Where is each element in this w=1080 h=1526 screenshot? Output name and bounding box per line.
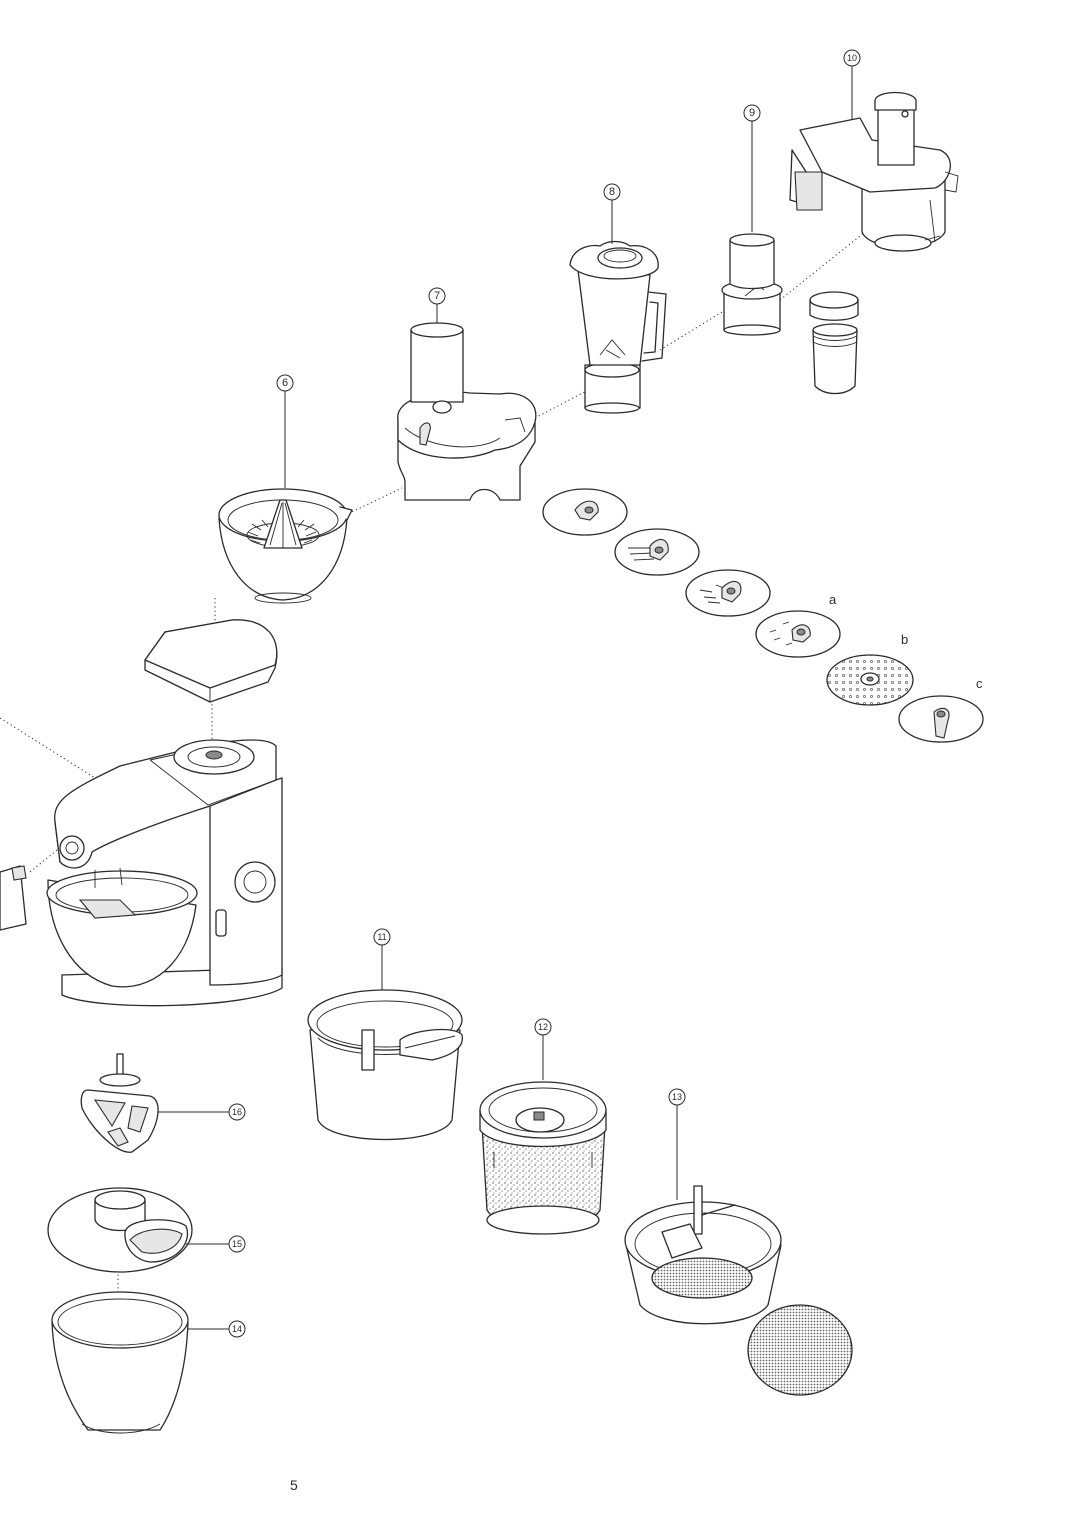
leader-lines xyxy=(158,66,853,1330)
partial-accessory xyxy=(0,865,27,931)
callout-10: 10 xyxy=(843,49,861,67)
storage-jar xyxy=(809,291,859,395)
callout-12: 12 xyxy=(534,1018,552,1036)
disc-3 xyxy=(685,569,771,617)
callout-14: 14 xyxy=(228,1320,246,1338)
juicer-ribs xyxy=(247,519,317,544)
bowl-cover xyxy=(47,1187,193,1273)
svg-text:14: 14 xyxy=(232,1324,242,1334)
slicer-grater xyxy=(789,91,959,252)
svg-text:13: 13 xyxy=(672,1092,682,1102)
svg-text:6: 6 xyxy=(282,377,288,389)
callout-8: 8 xyxy=(603,183,621,201)
callout-6: 6 xyxy=(276,374,294,392)
callout-15: 15 xyxy=(228,1235,246,1253)
svg-text:8: 8 xyxy=(609,186,615,198)
multi-mill xyxy=(721,233,783,336)
kitchen-machine xyxy=(46,739,283,1007)
k-beater xyxy=(80,1053,159,1153)
disc-b xyxy=(826,654,914,706)
disc-a xyxy=(755,610,841,658)
callout-13: 13 xyxy=(668,1088,686,1106)
svg-text:7: 7 xyxy=(434,290,440,302)
disc-letter-a: a xyxy=(829,592,837,607)
svg-text:16: 16 xyxy=(232,1107,242,1117)
svg-text:15: 15 xyxy=(232,1239,242,1249)
disc-letter-b: b xyxy=(901,632,908,647)
svg-text:10: 10 xyxy=(847,53,857,63)
callout-7: 7 xyxy=(428,287,446,305)
svg-text:12: 12 xyxy=(538,1022,548,1032)
callout-16: 16 xyxy=(228,1103,246,1121)
ice-cream-maker xyxy=(307,989,463,1141)
disc-1 xyxy=(542,488,628,536)
page-number: 5 xyxy=(290,1477,298,1493)
callout-11: 11 xyxy=(373,928,391,946)
disc-letter-c: c xyxy=(976,676,983,691)
sieve xyxy=(624,1185,782,1325)
blender xyxy=(569,240,667,414)
sieve-mesh-disc xyxy=(747,1304,853,1396)
mixing-bowl xyxy=(51,1291,189,1434)
food-processor xyxy=(397,322,537,501)
citrus-juicer xyxy=(218,488,353,604)
disc-2 xyxy=(614,528,700,576)
svg-text:9: 9 xyxy=(749,107,755,119)
outlet-cover xyxy=(144,619,278,703)
svg-text:11: 11 xyxy=(377,932,386,942)
callout-9: 9 xyxy=(743,104,761,122)
freezer-bowl xyxy=(479,1081,607,1235)
disc-c xyxy=(898,695,984,743)
